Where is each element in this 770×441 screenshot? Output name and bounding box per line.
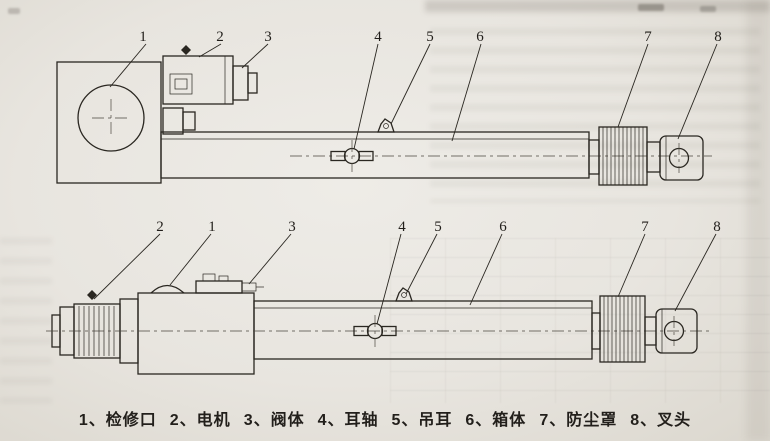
- inspection-cover-dome: [150, 284, 185, 294]
- valve-body-plan: [162, 65, 258, 135]
- leader-lines-side: [93, 233, 717, 325]
- lifting-lug-side: [395, 287, 413, 302]
- part-label: 5: [434, 219, 442, 235]
- part-label: 7: [641, 219, 649, 235]
- housing-box: [56, 61, 162, 184]
- figure-caption: 1、检修口 2、电机 3、阀体 4、耳轴 5、吊耳 6、箱体 7、防尘罩 8、叉…: [0, 406, 770, 430]
- part-label: 5: [426, 29, 434, 45]
- housing-side: [137, 284, 255, 375]
- part-label: 6: [499, 219, 507, 235]
- cylinder-body-plan: [160, 131, 712, 179]
- part-label: 6: [476, 29, 484, 45]
- plan-view: 1 2 3 4 5 6 7 8: [56, 29, 722, 186]
- part-label: 7: [644, 29, 652, 45]
- valve-body-side: [195, 273, 264, 294]
- part-label: 2: [216, 29, 224, 45]
- part-label: 4: [398, 219, 406, 235]
- dust-cover-side: [591, 295, 646, 363]
- part-label: 8: [714, 29, 722, 45]
- caption-item: 2、电机: [169, 412, 231, 429]
- vent-mark: [87, 290, 97, 300]
- side-view: 2 1 3 4 5 6 7 8: [46, 219, 721, 375]
- caption-item: 6、箱体: [465, 412, 527, 429]
- motor-side: [51, 290, 139, 364]
- caption-item: 7、防尘罩: [539, 412, 618, 429]
- part-label: 8: [713, 219, 721, 235]
- leader-lines-plan: [109, 43, 718, 150]
- part-label: 3: [288, 219, 296, 235]
- part-label: 1: [208, 219, 216, 235]
- caption-item: 5、吊耳: [391, 412, 453, 429]
- trunnion-plan: [330, 140, 374, 172]
- fork-head-plan: [646, 135, 704, 181]
- caption-item: 8、叉头: [630, 412, 692, 429]
- dust-cover-plan: [588, 126, 648, 186]
- fork-head-side: [644, 308, 698, 354]
- part-label: 1: [139, 29, 147, 45]
- part-label: 4: [374, 29, 382, 45]
- part-label: 2: [156, 219, 164, 235]
- vent-mark: [181, 45, 191, 55]
- lifting-lug-plan: [377, 118, 395, 133]
- part-number-labels-plan: 1 2 3 4 5 6 7 8: [139, 29, 722, 45]
- part-number-labels-side: 2 1 3 4 5 6 7 8: [156, 219, 721, 235]
- caption-item: 1、检修口: [78, 412, 157, 429]
- motor-plan: [162, 45, 234, 105]
- caption-item: 3、阀体: [243, 412, 305, 429]
- trunnion-side: [353, 315, 397, 347]
- inspection-port-circle: [77, 84, 145, 152]
- caption-item: 4、耳轴: [317, 412, 379, 429]
- part-label: 3: [264, 29, 272, 45]
